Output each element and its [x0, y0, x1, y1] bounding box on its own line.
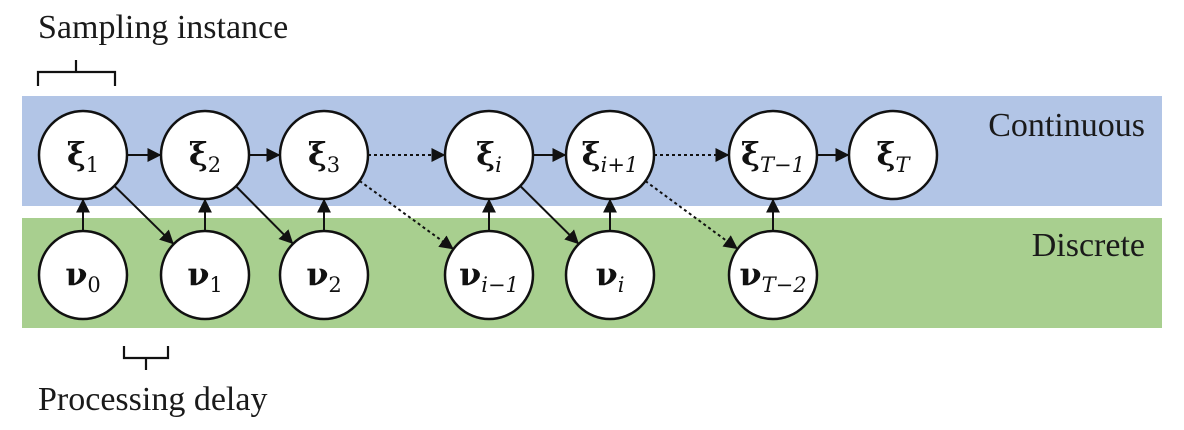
nu-node-1-label: ν1 [187, 255, 223, 297]
edge-xi-nu-1 [235, 185, 294, 245]
nu-node-2-label: ν2 [306, 255, 342, 297]
nu-node-4: νi [564, 229, 656, 321]
nu-node-1-circle [159, 229, 251, 321]
xi-node-1: ξ2 [159, 109, 251, 201]
xi-node-3-circle [443, 109, 535, 201]
nu-node-0-label: ν0 [65, 255, 101, 297]
xi-node-4: ξi+1 [564, 109, 656, 201]
sampling-instance-label: Sampling instance [38, 9, 288, 46]
nu-node-4-label: νi [596, 255, 625, 297]
edge-xi-nu-2 [358, 180, 454, 250]
xi-node-1-circle [159, 109, 251, 201]
nu-node-2: ν2 [278, 229, 370, 321]
sampling-instance-brace [36, 60, 117, 86]
xi-node-4-label: ξi+1 [582, 135, 639, 177]
nu-node-3: νi−1 [443, 229, 535, 321]
nu-node-5-label: νT−2 [739, 255, 806, 297]
edge-xi-nu-3 [519, 185, 580, 245]
xi-node-0-circle [37, 109, 129, 201]
xi-node-5-circle [727, 109, 819, 201]
nu-node-2-circle [278, 229, 370, 321]
nu-node-5: νT−2 [727, 229, 819, 321]
xi-node-0-label: ξ1 [67, 135, 99, 177]
xi-node-2: ξ3 [278, 109, 370, 201]
discrete-band-label: Discrete [1032, 227, 1145, 264]
xi-node-6: ξT [847, 109, 939, 201]
xi-node-3: ξi [443, 109, 535, 201]
nu-node-3-circle [443, 229, 535, 321]
nu-node-5-circle [727, 229, 819, 321]
nu-node-1: ν1 [159, 229, 251, 321]
xi-node-4-circle [564, 109, 656, 201]
xi-node-1-label: ξ2 [189, 135, 221, 177]
xi-node-2-circle [278, 109, 370, 201]
xi-node-6-circle [847, 109, 939, 201]
continuous-band-label: Continuous [988, 107, 1145, 144]
nu-node-3-label: νi−1 [459, 255, 519, 297]
processing-delay-brace [122, 346, 170, 370]
xi-node-5: ξT−1 [727, 109, 819, 201]
nodes-layer: ξ1 ξ2 ξ3 ξi ξi+1 ξT−1 ξT ν0 ν1 ν2 νi−1 νi νT−2 [37, 109, 939, 321]
xi-node-2-label: ξ3 [308, 135, 340, 177]
xi-node-5-label: ξT−1 [741, 135, 805, 177]
nu-node-4-circle [564, 229, 656, 321]
edge-xi-nu-4 [644, 180, 738, 250]
xi-node-3-label: ξi [476, 135, 502, 177]
nu-node-0: ν0 [37, 229, 129, 321]
edges-layer [76, 148, 850, 250]
xi-node-6-label: ξT [877, 135, 912, 177]
xi-node-0: ξ1 [37, 109, 129, 201]
processing-delay-label: Processing delay [38, 381, 267, 418]
nu-node-0-circle [37, 229, 129, 321]
edge-xi-nu-0 [113, 185, 174, 245]
